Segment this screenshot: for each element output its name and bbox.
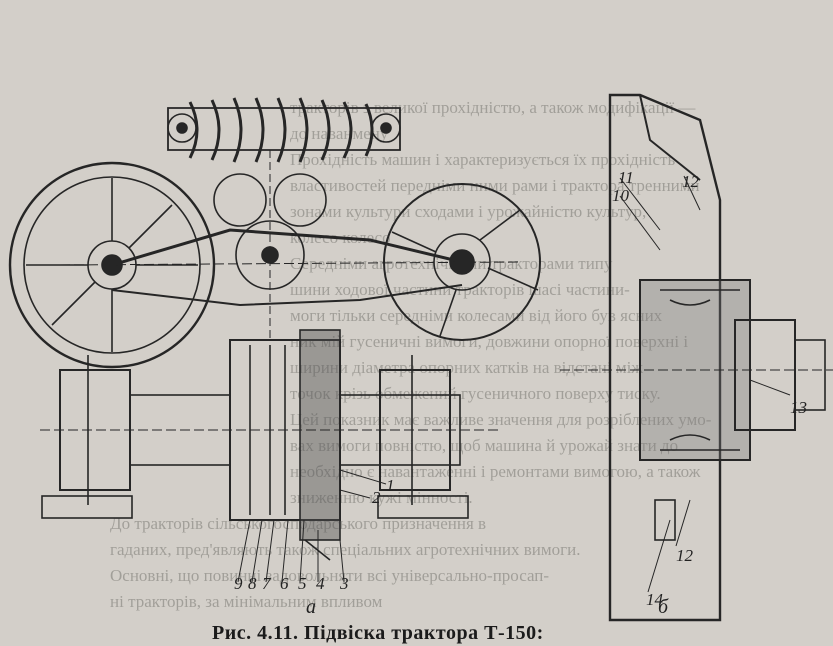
callout-5: 5 [298, 574, 307, 593]
callout-4: 4 [316, 574, 325, 593]
background-text-line: тракторів з великої прохідністю, а також… [290, 98, 696, 117]
background-text-line: точок крізь обмежений гусеничного поверх… [290, 384, 661, 403]
callout-12-top: 12 [682, 172, 699, 191]
callout-1: 1 [386, 476, 395, 495]
callout-3: 3 [340, 574, 349, 593]
callout-8: 8 [248, 574, 257, 593]
background-text-line: гаданих, пред'являють також спеціальних … [110, 540, 581, 559]
background-text-line: Прохідність машин і характеризується їх … [290, 150, 676, 169]
background-text-line: властивостей передніми ними рами і тракт… [290, 176, 700, 195]
balance-beam [59, 150, 521, 340]
background-text-line: до наванмену [290, 124, 389, 143]
callout-12-bottom: 12 [676, 546, 693, 565]
callout-2: 2 [372, 488, 381, 507]
background-text-line: зниженню кужі мінності. [290, 488, 473, 507]
callout-13: 13 [790, 398, 807, 417]
hub-section-b [560, 93, 833, 622]
sublabel-b: б [658, 596, 669, 618]
background-text-line: необхідно є навантаженні і ремонтами вим… [290, 462, 701, 481]
background-text-line: Цей показник має важливе значення для ро… [290, 410, 712, 429]
axle-section-a [40, 329, 500, 561]
callout-7: 7 [262, 574, 271, 593]
background-text-line: Основні, що повинні задовольняти всі уні… [110, 566, 550, 585]
background-text-line: ні тракторів, за мінімальним впливом [110, 592, 383, 611]
rear-road-wheel [8, 161, 216, 369]
background-text-line: моги тільки середніми колесами від його … [290, 306, 663, 325]
background-text-line: зонами культури сходами і урожайністю ку… [290, 202, 647, 221]
callout-6: 6 [280, 574, 289, 593]
background-text-line: ширини діаметра опорних катків на відста… [290, 358, 644, 377]
callout-9: 9 [234, 574, 243, 593]
background-text-line: вах вимоги повністю, щоб машина й урожай… [290, 436, 679, 455]
callout-10: 10 [612, 186, 629, 205]
leader-lines [237, 175, 791, 593]
background-text-line: ник мій гусеничні вимоги, довжини опорно… [290, 332, 689, 351]
callout-14: 14 [646, 590, 663, 609]
figure-caption: Рис. 4.11. Підвіска трактора Т-150: [212, 622, 544, 644]
callout-11: 11 [618, 168, 634, 187]
sublabel-a: а [306, 596, 316, 618]
coil-spring [167, 97, 401, 163]
